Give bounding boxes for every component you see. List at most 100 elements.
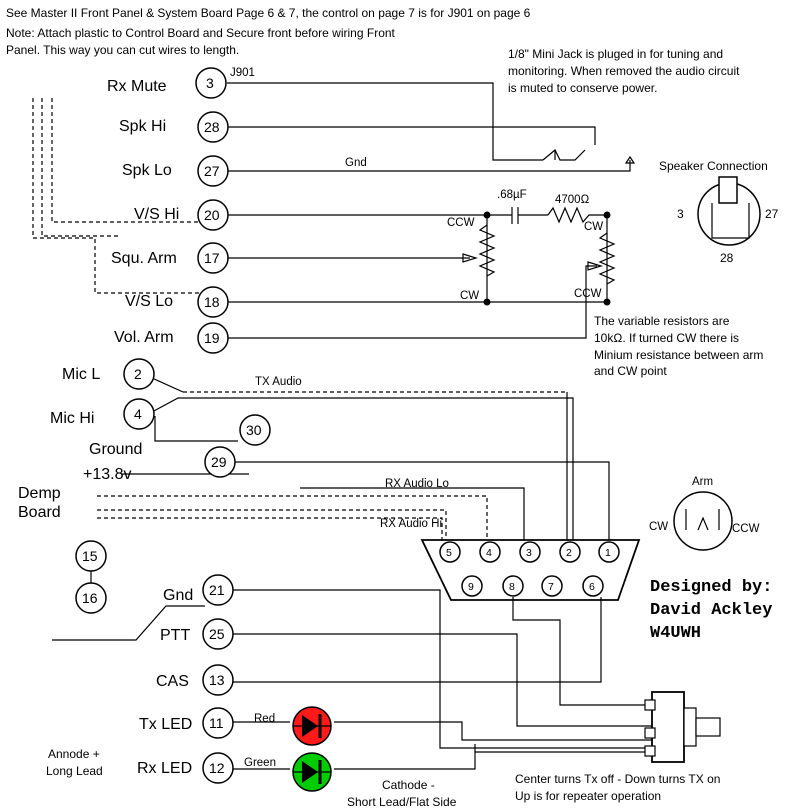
red-led-label: Red xyxy=(254,713,275,725)
db9-pin: 7 xyxy=(548,581,554,593)
pin-number: 4 xyxy=(134,406,142,422)
pin-27: 27 xyxy=(197,155,229,187)
pin-30: 30 xyxy=(239,414,271,446)
toggle-switch xyxy=(644,691,721,763)
db9-pin: 5 xyxy=(446,547,452,559)
arm-label: Arm xyxy=(692,476,713,488)
green-led-label: Green xyxy=(244,757,276,769)
cw-label-volume: CW xyxy=(584,221,603,233)
label-rx-mute: Rx Mute xyxy=(107,78,167,95)
pin-number: 30 xyxy=(246,422,262,438)
pin-12: 12 xyxy=(202,752,234,784)
pin-15: 15 xyxy=(75,540,107,572)
jack-note-2: monitoring. When removed the audio circu… xyxy=(508,64,740,78)
pin-16: 16 xyxy=(75,582,107,614)
jack-note-3: is muted to conserve power. xyxy=(508,81,657,95)
lower-labels: Gnd PTT CAS Tx LED Rx LED xyxy=(137,587,193,777)
label-spk-hi: Spk Hi xyxy=(119,118,166,135)
label-vol-arm: Vol. Arm xyxy=(114,329,174,346)
label-gnd: Gnd xyxy=(163,587,193,604)
pin-number: 13 xyxy=(209,672,225,688)
pin-number: 25 xyxy=(209,626,225,642)
resistor-note-2: 10kΩ. If turned CW there is xyxy=(594,331,739,345)
pin-number: 11 xyxy=(209,715,224,731)
db9-pin: 8 xyxy=(509,581,515,593)
label-vs-lo: V/S Lo xyxy=(125,293,173,310)
resistor-note-3: Minium resistance between arm xyxy=(594,348,763,362)
designer-line-1: Designed by: xyxy=(650,578,772,597)
annode-note-1: Annode + xyxy=(48,747,100,761)
db9-connector: 5 4 3 2 1 9 8 7 6 xyxy=(420,539,641,601)
speaker-connector: Speaker Connection 3 27 28 xyxy=(659,159,779,265)
pin-18: 18 xyxy=(197,286,229,318)
junction-dot xyxy=(603,298,611,306)
note-line-2: Panel. This way you can cut wires to len… xyxy=(6,43,239,57)
res-label: 4700Ω xyxy=(555,194,590,206)
label-ptt: PTT xyxy=(160,627,190,644)
pin-25: 25 xyxy=(202,618,234,650)
pin-number: 2 xyxy=(134,366,142,382)
switch-note-1: Center turns Tx off - Down turns TX on xyxy=(515,772,720,786)
db9-pin: 1 xyxy=(605,547,611,559)
designer-line-3: W4UWH xyxy=(650,624,701,643)
gnd-wire-label: Gnd xyxy=(345,157,367,169)
pin-29: 29 xyxy=(204,446,236,478)
upper-wires xyxy=(227,82,636,339)
cap-label: .68µF xyxy=(497,189,527,201)
header-line: See Master II Front Panel & System Board… xyxy=(6,6,531,20)
arm-ccw-label: CCW xyxy=(732,523,760,535)
db9-pin: 3 xyxy=(526,547,532,559)
j901-label: J901 xyxy=(230,67,255,79)
label-13-8v: +13.8v xyxy=(83,466,131,483)
annode-note-2: Long Lead xyxy=(46,764,103,778)
speaker-title: Speaker Connection xyxy=(659,159,768,173)
pin-19: 19 xyxy=(197,322,229,354)
pin-21: 21 xyxy=(202,574,234,606)
pin-number: 19 xyxy=(204,330,220,346)
label-rx-led: Rx LED xyxy=(137,760,192,777)
pin-number: 29 xyxy=(211,454,227,470)
switch-note-2: Up is for repeater operation xyxy=(515,789,661,803)
rx-audio-lo-label: RX Audio Lo xyxy=(385,478,449,490)
pin-number: 12 xyxy=(209,760,225,776)
pin-number: 20 xyxy=(204,207,220,223)
speaker-pin-28: 28 xyxy=(720,251,734,265)
label-mic-l: Mic L xyxy=(62,366,100,383)
demp-label-2: Board xyxy=(18,504,61,521)
pin-20: 20 xyxy=(197,199,229,231)
label-mic-hi: Mic Hi xyxy=(50,410,94,427)
arm-pot-diagram: Arm CW CCW xyxy=(649,476,760,551)
pin-4: 4 xyxy=(123,398,155,430)
label-ground: Ground xyxy=(89,441,142,458)
ccw-label-volume: CCW xyxy=(574,288,602,300)
junction-dot xyxy=(483,211,491,219)
pin-11: 11 xyxy=(202,707,234,739)
lower-wires xyxy=(52,589,652,770)
pin-3: 3 xyxy=(195,67,227,99)
designer-line-2: David Ackley xyxy=(650,601,772,620)
pin-number: 27 xyxy=(204,163,220,179)
junction-dot xyxy=(483,298,491,306)
junction-dot xyxy=(603,211,611,219)
dashed-harness xyxy=(32,98,205,294)
resistor-note-4: and CW point xyxy=(594,364,667,378)
cw-label-squelch: CW xyxy=(460,290,479,302)
db9-pin: 6 xyxy=(589,581,595,593)
pin-13: 13 xyxy=(202,664,234,696)
note-line-1: Note: Attach plastic to Control Board an… xyxy=(6,26,396,40)
pin-number: 18 xyxy=(204,294,220,310)
connector-labels: Rx Mute Spk Hi Spk Lo V/S Hi Squ. Arm V/… xyxy=(50,78,179,483)
db9-pin: 9 xyxy=(468,581,474,593)
pin-28: 28 xyxy=(197,111,229,143)
label-squ-arm: Squ. Arm xyxy=(111,250,177,267)
label-spk-lo: Spk Lo xyxy=(122,162,172,179)
pin-number: 17 xyxy=(204,250,220,266)
pin-circles: 3 28 27 20 17 18 19 2 4 30 29 15 16 21 2… xyxy=(75,67,271,784)
audio-power-wires xyxy=(97,377,610,550)
pin-number: 16 xyxy=(82,590,98,606)
cathode-note-1: Cathode - xyxy=(382,778,435,792)
ccw-label-squelch: CCW xyxy=(447,217,475,229)
label-vs-hi: V/S Hi xyxy=(134,206,179,223)
tx-audio-label: TX Audio xyxy=(255,376,302,388)
demp-label-1: Demp xyxy=(18,485,61,502)
